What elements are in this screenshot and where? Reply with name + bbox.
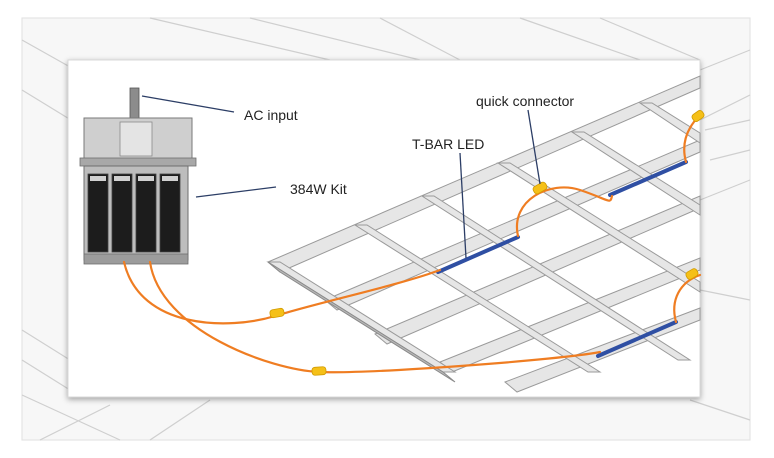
tbar-led-label: T-BAR LED (412, 136, 484, 152)
led-strip-1 (436, 235, 520, 274)
driver-module-3 (135, 173, 157, 253)
tbar-ceiling-grid (266, 75, 701, 393)
leader-quick-connector (527, 109, 541, 185)
leader-ac-input (141, 95, 235, 113)
led-strip-3 (596, 320, 678, 358)
driver-kit (79, 87, 197, 265)
ac-input-label: AC input (244, 107, 298, 123)
kit-label: 384W Kit (290, 181, 347, 197)
quick-connector-2 (311, 366, 327, 376)
driver-module-2 (111, 173, 133, 253)
driver-module-1 (87, 173, 109, 253)
driver-module-4 (159, 173, 181, 253)
leader-lines (141, 95, 541, 259)
quick-connector-label: quick connector (476, 93, 574, 109)
cable-3 (515, 186, 614, 238)
led-strip-2 (608, 160, 688, 197)
quick-connector-5 (685, 268, 699, 280)
leader-kit (195, 186, 277, 198)
tbar-led-strips (436, 160, 688, 358)
quick-connector-1 (269, 307, 285, 319)
leader-tbar-led (459, 152, 467, 259)
quick-connectors (269, 110, 705, 376)
quick-connector-4 (691, 110, 705, 122)
quick-connector-3 (532, 181, 548, 195)
